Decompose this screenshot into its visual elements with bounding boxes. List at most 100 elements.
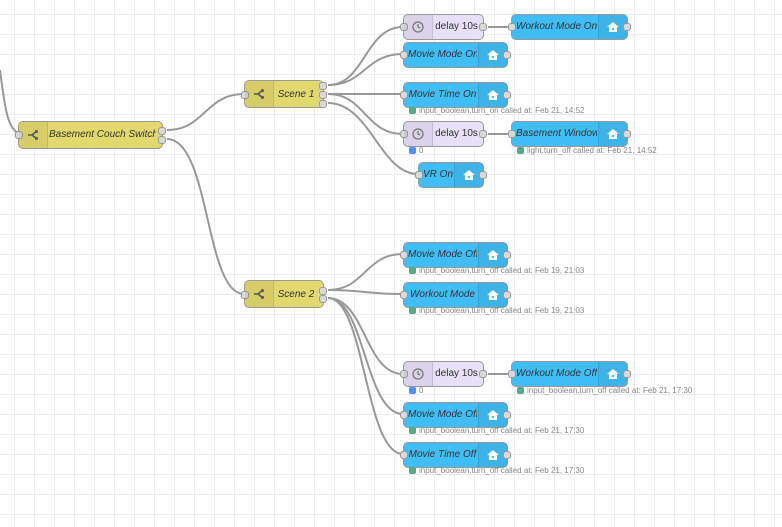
input-port[interactable] <box>400 291 408 299</box>
home-assistant-icon <box>478 403 507 427</box>
output-port[interactable] <box>623 370 631 378</box>
node-status: input_boolean.turn_off called at: Feb 21… <box>517 385 692 395</box>
node-label: Movie Time Off <box>408 449 477 460</box>
output-port[interactable] <box>623 130 631 138</box>
status-dot <box>409 266 416 274</box>
output-port[interactable] <box>479 370 487 378</box>
input-port[interactable] <box>400 130 408 138</box>
workout-mode-off-node[interactable]: Workout Mode Off <box>508 361 631 387</box>
input-port[interactable] <box>508 130 516 138</box>
movie-time-on-node[interactable]: Movie Time On <box>400 82 511 108</box>
output-port[interactable] <box>503 411 511 419</box>
node-label: delay 10s <box>435 368 478 379</box>
output-port[interactable] <box>479 23 487 31</box>
output-port-2[interactable] <box>319 295 327 303</box>
node-label: Basement Window <box>516 128 597 139</box>
status-dot <box>409 146 416 154</box>
status-text: 0 <box>419 145 424 155</box>
delay-workout-off-node[interactable]: delay 10s <box>400 361 487 387</box>
wire-couch-scene2[interactable] <box>166 138 245 295</box>
output-port-2[interactable] <box>319 91 327 99</box>
scene2-node[interactable]: Scene 2 <box>241 280 327 308</box>
output-port-3[interactable] <box>319 100 327 108</box>
input-port[interactable] <box>400 370 408 378</box>
status-text: input_boolean.turn_off called at: Feb 21… <box>527 385 693 395</box>
output-port[interactable] <box>503 291 511 299</box>
node-label: Movie Time On <box>408 89 477 100</box>
input-port[interactable] <box>400 251 408 259</box>
output-port[interactable] <box>503 91 511 99</box>
wire-scene1-movie-mode-on[interactable] <box>327 53 404 86</box>
node-label: Workout Mode <box>409 289 476 300</box>
movie-mode-off-node[interactable]: Movie Mode Off <box>400 242 511 268</box>
status-dot <box>409 306 416 314</box>
wire-scene2-delay-workout-off[interactable] <box>327 297 404 375</box>
output-port-1[interactable] <box>319 82 327 90</box>
input-port[interactable] <box>241 291 249 299</box>
output-port[interactable] <box>479 130 487 138</box>
workout-mode-node[interactable]: Workout Mode <box>400 282 511 308</box>
wire-couch-scene1[interactable] <box>166 93 245 131</box>
output-port-1[interactable] <box>158 127 166 135</box>
wire-scene2-movie-mode-off[interactable] <box>327 253 404 291</box>
home-assistant-icon <box>478 443 507 467</box>
output-port[interactable] <box>623 23 631 31</box>
node-status: light.turn_off called at: Feb 21, 14:52 <box>517 145 657 155</box>
output-port-2[interactable] <box>158 136 166 144</box>
input-port[interactable] <box>400 451 408 459</box>
output-port[interactable] <box>503 451 511 459</box>
wire-input[interactable] <box>0 69 21 135</box>
input-port[interactable] <box>241 91 249 99</box>
switch-icon <box>245 281 274 307</box>
input-port[interactable] <box>508 370 516 378</box>
output-port[interactable] <box>503 251 511 259</box>
delay-basement-window-node[interactable]: delay 10s <box>400 121 487 147</box>
vr-on-node[interactable]: VR On <box>415 162 487 188</box>
home-assistant-icon <box>478 83 507 107</box>
status-text: input_boolean.turn_off called at: Feb 21… <box>419 465 585 475</box>
wire-scene1-vr-on[interactable] <box>327 102 419 175</box>
input-port[interactable] <box>400 51 408 59</box>
delay-workout-on-node[interactable]: delay 10s <box>400 14 487 40</box>
input-port[interactable] <box>508 23 516 31</box>
scene1-node[interactable]: Scene 1 <box>241 80 327 108</box>
node-label: Basement Couch Switch <box>49 129 156 140</box>
home-assistant-icon <box>598 15 627 39</box>
status-dot <box>409 466 416 474</box>
output-port[interactable] <box>479 171 487 179</box>
home-assistant-icon <box>454 163 483 187</box>
workout-mode-on-node[interactable]: Workout Mode On <box>508 14 631 40</box>
movie-mode-off-2-node[interactable]: Movie Mode Off <box>400 402 511 428</box>
input-port[interactable] <box>415 171 423 179</box>
output-port[interactable] <box>503 51 511 59</box>
wire-scene2-movie-time-off[interactable] <box>327 297 404 455</box>
node-label: Scene 2 <box>277 289 315 300</box>
wire-scene2-movie-mode-off-2[interactable] <box>327 297 404 415</box>
node-label: Movie Mode Off <box>408 249 477 260</box>
movie-mode-on-node[interactable]: Movie Mode On <box>400 42 511 68</box>
home-assistant-icon <box>478 43 507 67</box>
node-status: input_boolean.turn_off called at: Feb 21… <box>409 425 584 435</box>
status-text: input_boolean.turn_on called at: Feb 21,… <box>419 105 585 115</box>
basement-window-node[interactable]: Basement Window <box>508 121 631 147</box>
basement-couch-switch-node[interactable]: Basement Couch Switch <box>15 121 166 149</box>
status-dot <box>409 106 416 114</box>
status-dot <box>517 146 524 154</box>
wire-scene1-delay-workout[interactable] <box>327 26 404 86</box>
output-port-1[interactable] <box>319 287 327 295</box>
input-port[interactable] <box>400 23 408 31</box>
node-label: Movie Mode On <box>408 49 477 60</box>
input-port[interactable] <box>400 91 408 99</box>
home-assistant-icon <box>478 283 507 307</box>
node-status: input_boolean.turn_off called at: Feb 19… <box>409 305 584 315</box>
input-port[interactable] <box>15 131 23 139</box>
timer-icon <box>404 15 433 39</box>
wire-scene1-delay-window[interactable] <box>327 93 404 135</box>
node-label: Workout Mode On <box>516 21 597 32</box>
movie-time-off-node[interactable]: Movie Time Off <box>400 442 511 468</box>
input-port[interactable] <box>400 411 408 419</box>
switch-icon <box>245 81 274 107</box>
wire-scene2-workout-mode[interactable] <box>327 289 404 295</box>
node-label: Workout Mode Off <box>516 368 597 379</box>
